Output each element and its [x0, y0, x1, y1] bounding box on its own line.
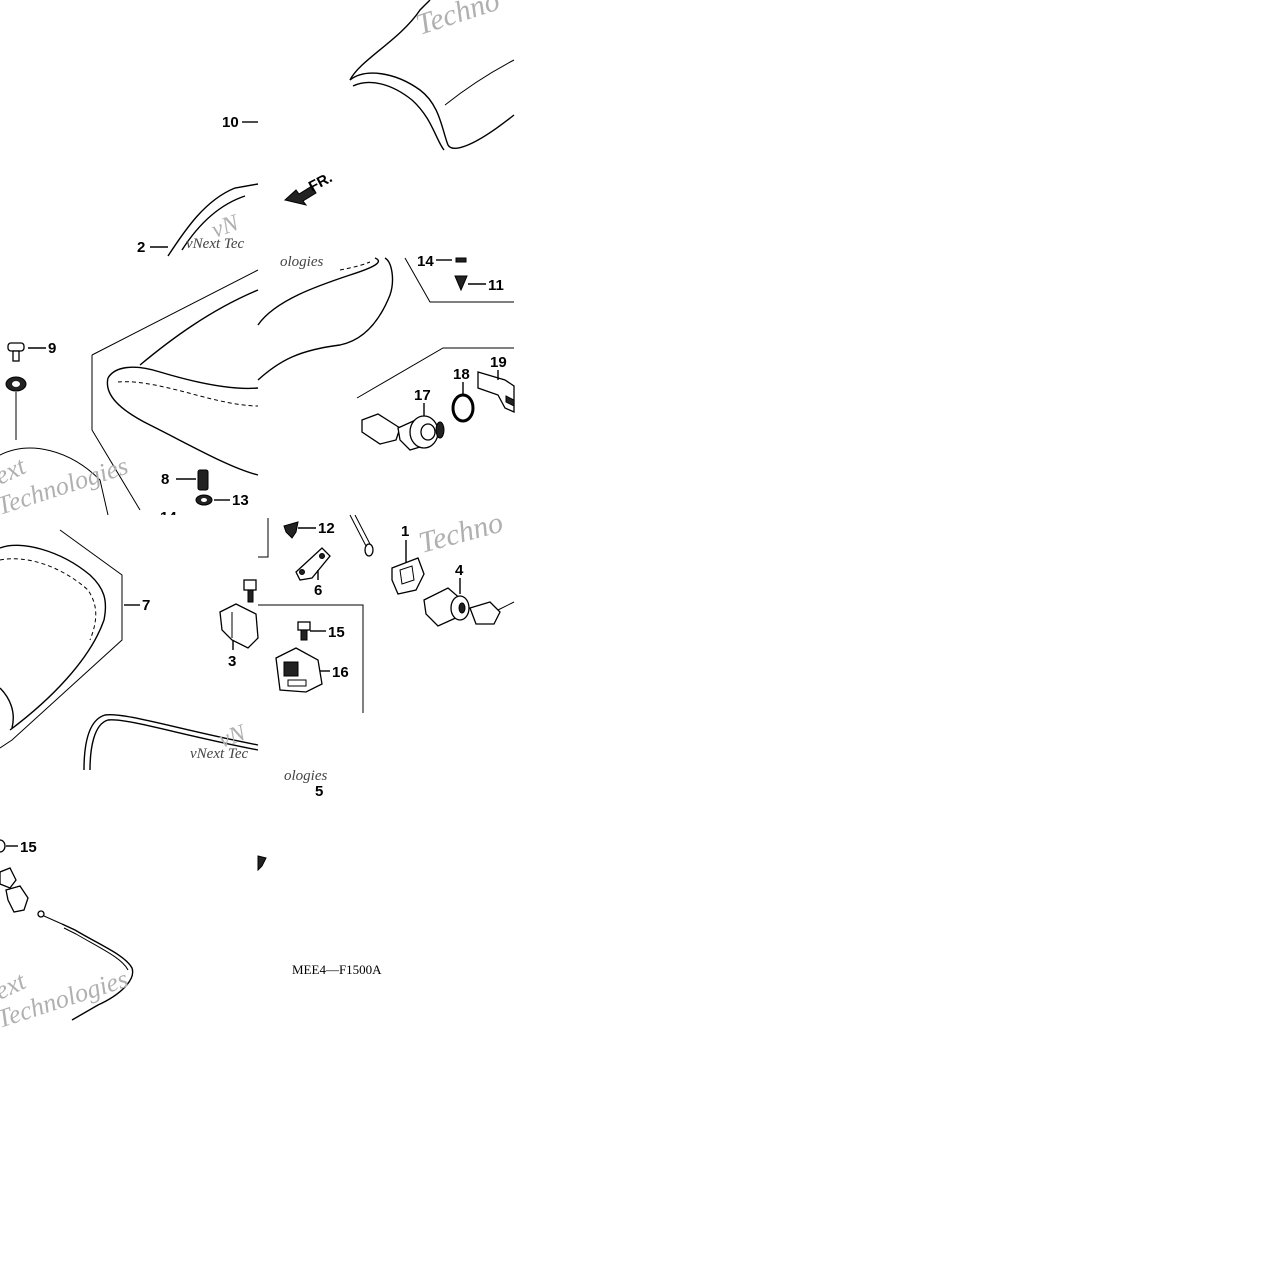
callout-12: 12	[318, 520, 335, 537]
bracket-1	[391, 557, 425, 595]
callout-8: 8	[161, 471, 169, 488]
callout-13: 13	[232, 492, 249, 509]
latch-box	[258, 604, 364, 713]
clip-19	[477, 371, 515, 414]
key-cylinder-17	[361, 413, 445, 451]
screw-12	[283, 521, 299, 539]
callout-16: 16	[332, 664, 349, 681]
watermark: vNext Tec	[186, 236, 245, 252]
seat-cowl-drawing	[349, 0, 515, 151]
screw-11	[454, 257, 468, 292]
washer-13	[195, 494, 213, 506]
lock-frame	[356, 347, 514, 399]
callout-14b: 14	[417, 253, 434, 270]
callout-4: 4	[455, 562, 464, 579]
tile-edge-e	[258, 518, 269, 558]
callout-10: 10	[222, 114, 239, 131]
bolt-15a	[297, 621, 311, 641]
hinge-3	[219, 579, 259, 649]
callout-5: 5	[315, 783, 323, 800]
spring-8	[197, 469, 209, 491]
cable-end	[349, 514, 374, 557]
callout-3: 3	[228, 653, 236, 670]
callout-17: 17	[414, 387, 431, 404]
watermark: ologies	[280, 254, 323, 270]
ring-18	[451, 393, 475, 423]
watermark: Techno	[412, 0, 504, 42]
drawing-code: MEE4—F1500A	[292, 962, 382, 977]
front-arrow: FR.	[283, 169, 335, 206]
release-cable	[37, 910, 134, 1021]
seat-rear-drawing	[257, 257, 394, 381]
callout-2: 2	[137, 239, 145, 256]
callout-7: 7	[142, 597, 150, 614]
bracket-box	[404, 257, 514, 303]
lock-cylinder-4	[423, 587, 515, 627]
callout-6: 6	[314, 582, 322, 599]
callout-9: 9	[48, 340, 56, 357]
callout-1: 1	[401, 523, 409, 540]
latch-16	[275, 647, 323, 693]
callout-18: 18	[453, 366, 470, 383]
callout-11: 11	[488, 277, 504, 294]
bolt-9	[5, 342, 27, 440]
cable-5	[83, 713, 259, 771]
bolt-15b	[0, 839, 29, 913]
seat-pan-drawing	[0, 529, 123, 749]
callout-15a: 15	[328, 624, 345, 641]
callout-14a: 14	[160, 509, 177, 526]
seat-cushion-drawing	[0, 269, 259, 516]
callout-19: 19	[490, 354, 507, 371]
watermark: ologies	[284, 768, 327, 784]
plate-6	[295, 547, 331, 581]
seat-front-drawing	[167, 183, 259, 257]
watermark: Techno	[415, 506, 506, 560]
callout-15b: 15	[20, 839, 37, 856]
fr-fragment	[257, 855, 267, 872]
watermark: vNext Tec	[190, 746, 249, 762]
